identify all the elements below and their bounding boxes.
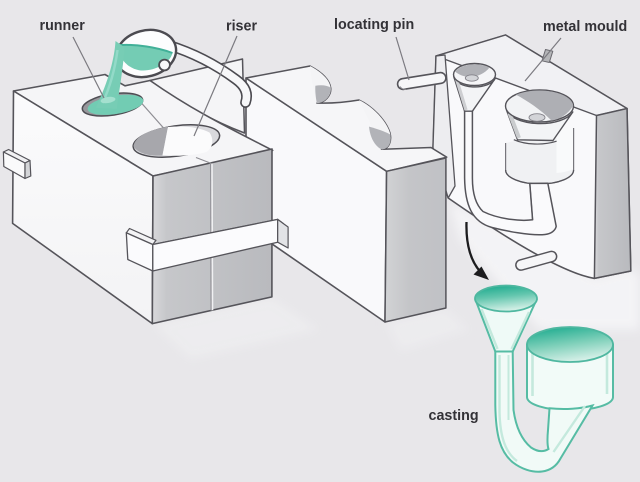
svg-text:casting: casting [429, 408, 479, 424]
svg-text:locating pin: locating pin [334, 17, 414, 33]
svg-text:metal mould: metal mould [543, 19, 627, 35]
svg-text:runner: runner [40, 18, 86, 34]
svg-text:riser: riser [226, 19, 257, 35]
